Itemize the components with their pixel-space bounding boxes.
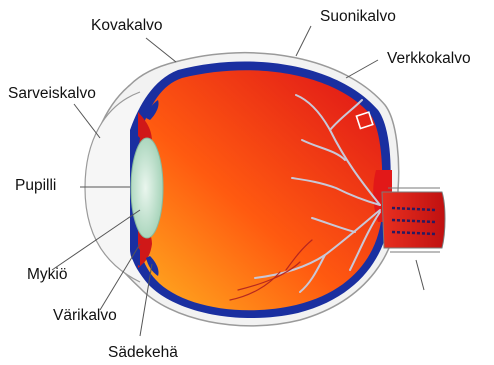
label-varikalvo: Värikalvo [53,308,117,324]
lens [131,138,163,238]
label-suonikalvo: Suonikalvo [320,9,396,25]
label-mykio: Mykiö [27,267,67,283]
label-kovakalvo: Kovakalvo [91,18,163,34]
vitreous-body [139,70,382,310]
label-verkkokalvo: Verkkokalvo [387,51,471,67]
label-sarveiskalvo: Sarveiskalvo [8,86,96,102]
label-pupilli: Pupilli [15,178,56,194]
label-sadekeha: Sädekehä [108,345,178,361]
